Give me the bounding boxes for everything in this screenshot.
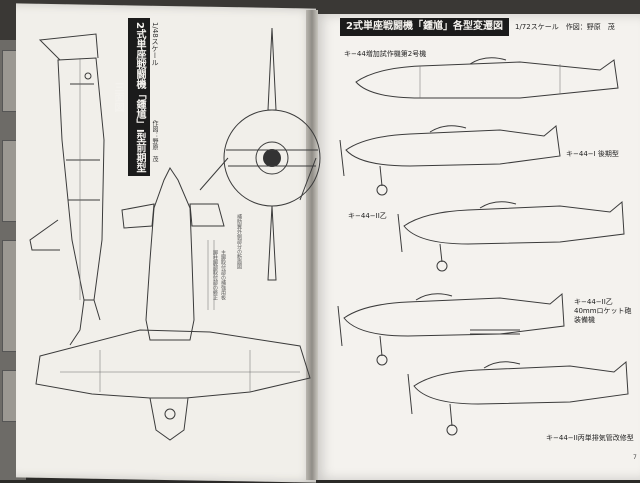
variant-label: キ−44−II乙 40mmロケット砲 装備機 — [574, 298, 632, 324]
front-view-drawing — [199, 27, 321, 281]
variant-label: キ−44増加試作機第2号機 — [344, 50, 427, 58]
variant-label: キ−44−I 後期型 — [566, 150, 619, 158]
drawing-note: 主脚取付部の補強用板 — [220, 250, 226, 300]
right-page-scale-credit: 1/72スケール 作図：野原 茂 — [515, 23, 615, 31]
side-view-drawing — [29, 33, 105, 346]
page-number: 7 — [633, 454, 637, 461]
right-page-title: 2式単座戦闘機「鍾馗」各型変遷図 — [340, 18, 509, 36]
profile-drawing-1 — [355, 57, 619, 99]
drawing-note: 脚柱脚部取付部の修正 — [212, 250, 218, 300]
variant-label: キ−44−II乙 — [348, 212, 387, 220]
top-view-drawing — [35, 167, 311, 441]
profile-drawing-2 — [339, 125, 561, 196]
left-page-scale: 1/48スケール — [151, 22, 159, 66]
drawing-note: 補助翼外側部分の断面図 — [236, 214, 242, 269]
variant-label: キ−44−II丙単排気管改修型 — [546, 434, 634, 442]
left-page-credit: 作図：野原 茂 — [151, 120, 158, 162]
profile-drawing-4 — [337, 292, 565, 366]
left-page-title: 2式単座戦闘機「鍾馗」I型前期型三面図 — [112, 18, 150, 176]
profile-drawing-3 — [397, 200, 625, 272]
profile-drawing-5 — [407, 360, 629, 436]
